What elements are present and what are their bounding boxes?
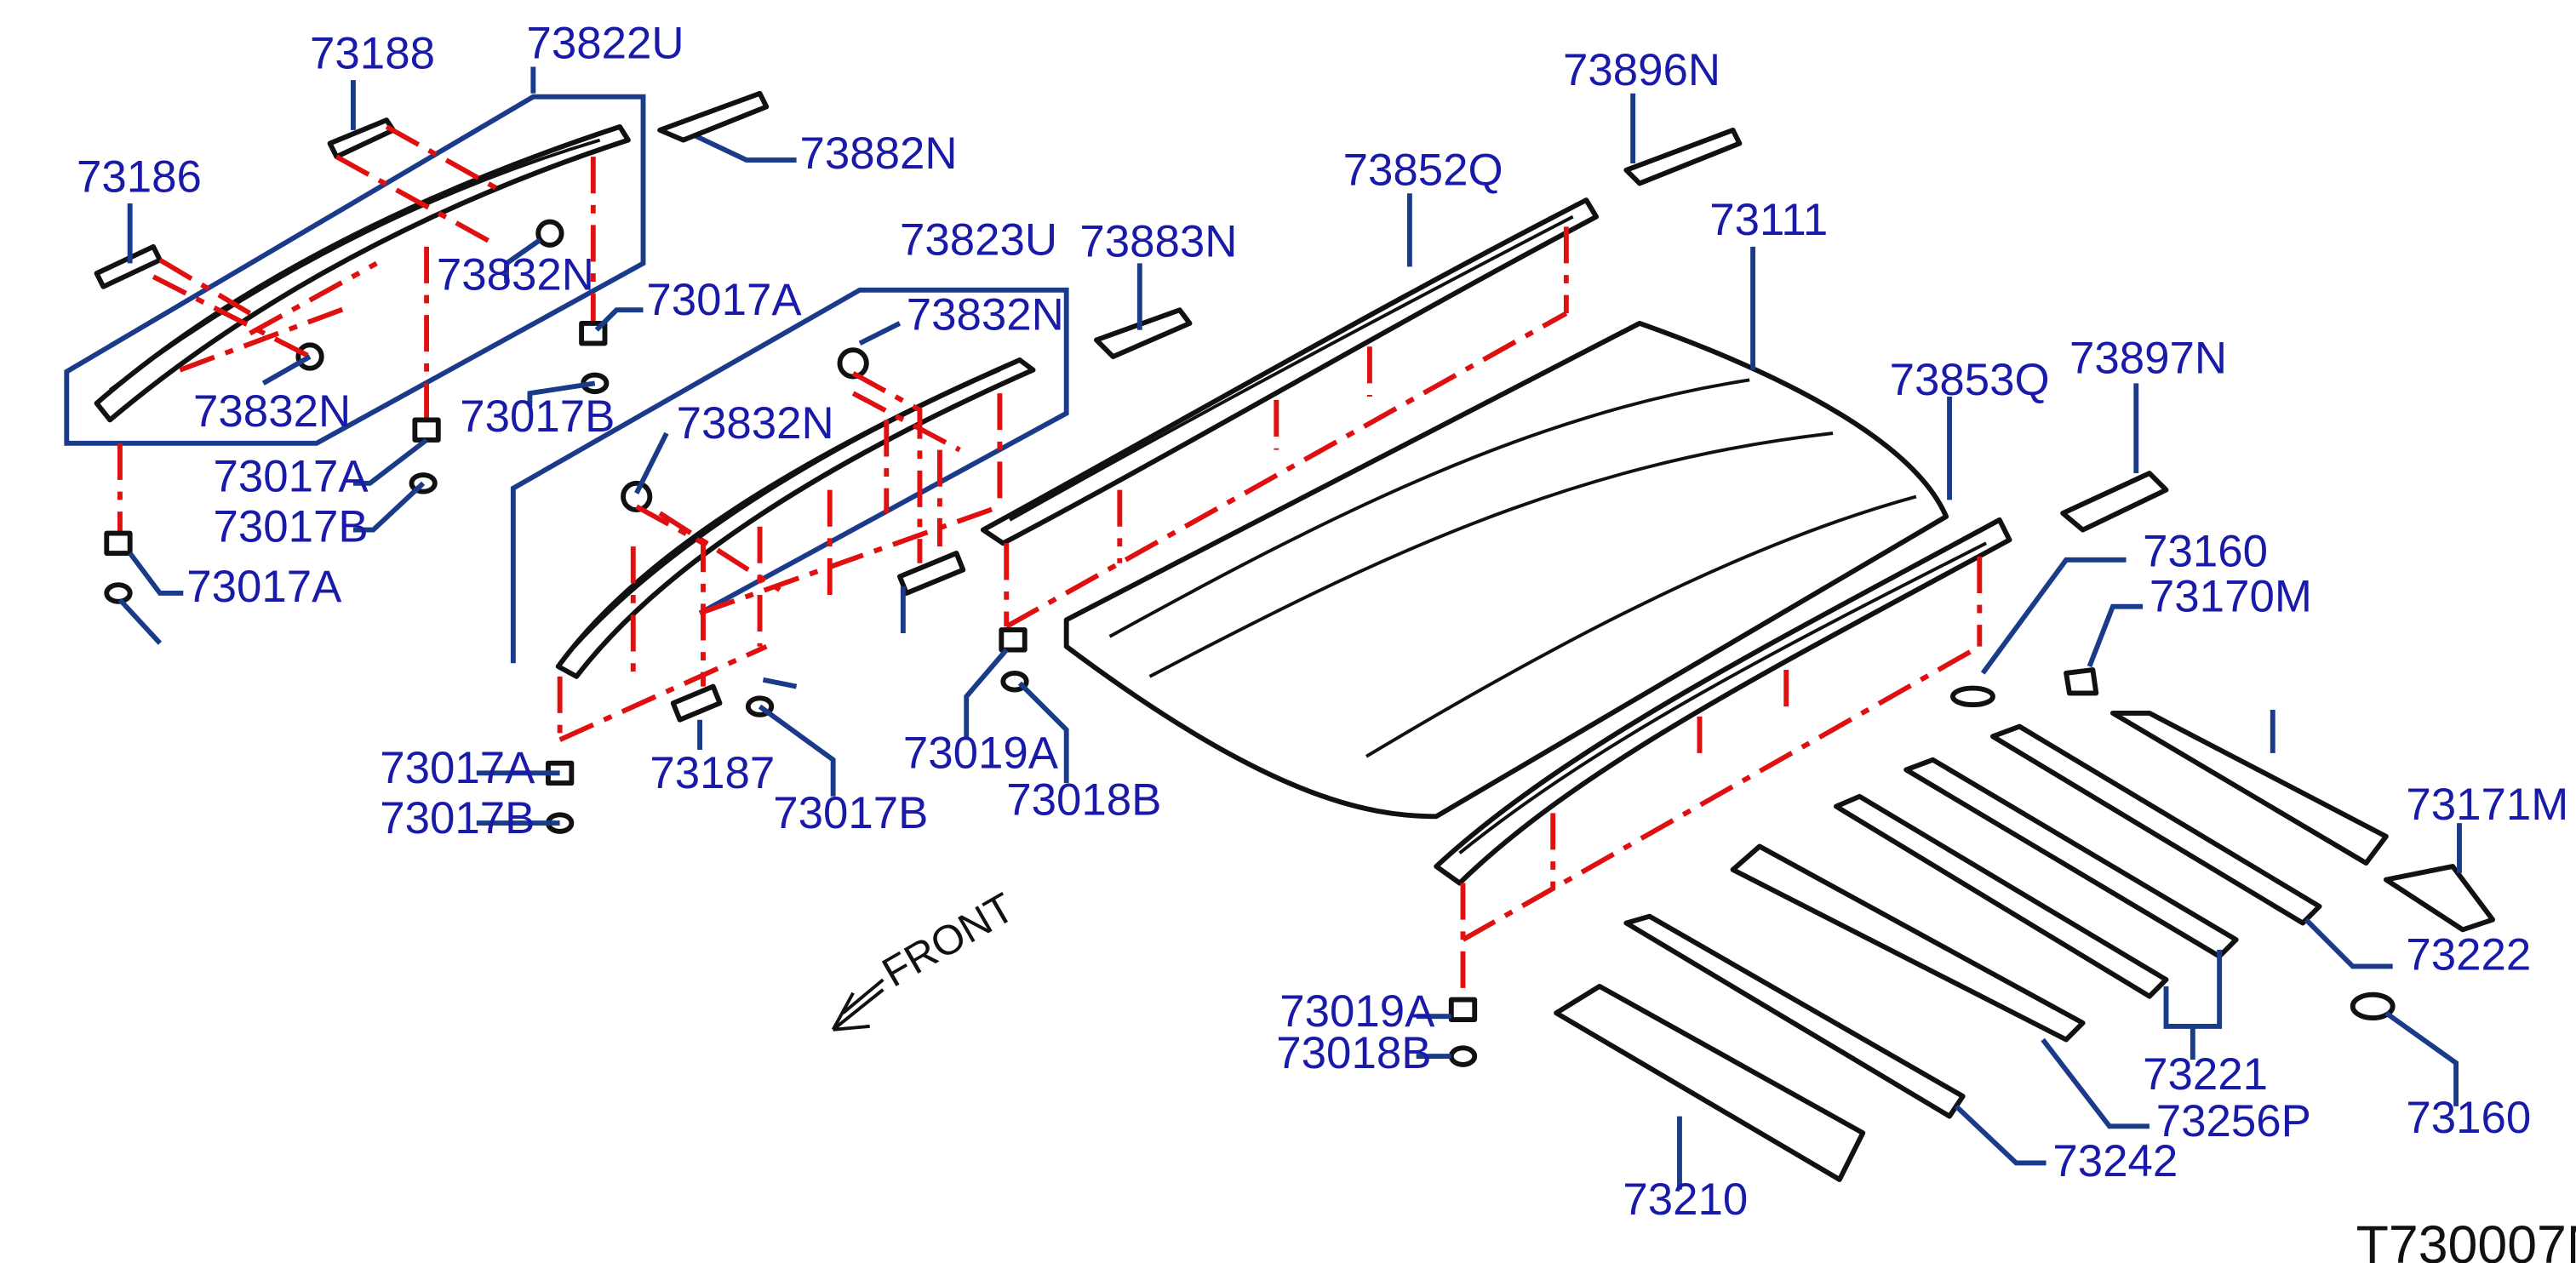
label-73832N-c: 73832N [907,290,1064,340]
bow-73250 [2109,710,2389,866]
cap-73832N-c [621,480,653,513]
label-73171M: 73171M [2406,780,2568,830]
fastener-73017A-b [412,417,441,443]
leader-73222 [2304,917,2393,969]
left-rail-leaders [117,66,797,645]
plate-73897N [2060,471,2169,533]
roof-rail-highlight [109,138,601,391]
part-number-labels: 73188 73822U 73882N 73186 73832N 73017A … [77,19,2568,1225]
cap-73832N-d [837,347,869,380]
label-73017A-d: 73017A [380,743,535,793]
clip-73160-a [1950,685,1995,708]
molding-73852Q-centerlines [1004,226,1569,629]
label-73832N-d: 73832N [677,398,834,449]
bow-73242 [1623,913,1966,1119]
fastener-73017A-c [104,530,133,556]
label-73017A-b: 73017A [214,452,369,502]
plate-73896N [1623,127,1743,186]
label-73017B-b: 73017B [214,501,369,551]
front-arrow-icon [831,978,884,1032]
right-rail-leaders [476,321,906,826]
roof-rail-73823U [555,357,1036,679]
leader-73256P [2041,1037,2150,1129]
label-73019A-a: 73019A [903,728,1059,778]
leaders-73160-73170M [1980,557,2144,675]
front-label: FRONT [875,884,1022,996]
bow-73221-a [1834,793,2169,999]
label-73160-a: 73160 [2143,527,2268,577]
group-box-73822U [64,94,646,446]
bow-73221-b [1903,757,2239,959]
label-73019A-b: 73019A [1279,986,1435,1037]
label-73822U: 73822U [527,19,684,69]
label-73222: 73222 [2406,929,2531,980]
right-roof-rail-group [476,287,1069,834]
bow-73222 [1990,723,2322,926]
clip-73188 [327,117,396,160]
leader-73221 [2163,949,2223,1060]
label-73896N: 73896N [1563,45,1720,95]
label-73882N: 73882N [800,129,958,179]
label-73853Q: 73853Q [1890,355,2050,405]
bow-73256P [1730,843,2086,1043]
roof-rail-b-highlight [573,368,1001,648]
right-rail-centerlines [557,371,1003,742]
label-73883N: 73883N [1079,217,1237,267]
roof-panel-contours [1108,378,1917,758]
label-73852Q: 73852Q [1343,145,1503,195]
group-box-73823U [510,287,1069,664]
label-73187: 73187 [650,748,775,798]
label-73017B-d: 73017B [380,793,535,843]
label-73221: 73221 [2143,1049,2268,1100]
label-73111: 73111 [1709,195,1828,245]
leader-73242 [1954,1104,2046,1166]
label-73017B-e: 73017B [773,788,928,838]
label-73017A-c: 73017A [186,562,342,612]
label-73897N: 73897N [2069,334,2227,384]
label-73210: 73210 [1623,1174,1748,1225]
fastener-73017B-c [104,582,133,604]
plate-73882N [657,90,770,143]
clip-73160-b [2350,992,2396,1021]
label-73170M: 73170M [2150,572,2312,622]
molding-73853Q-line [1458,541,1987,854]
label-73017A-a: 73017A [646,275,802,325]
label-73018B-b: 73018B [1276,1028,1431,1078]
label-73832N-b: 73832N [193,386,351,437]
label-73256P: 73256P [2156,1096,2311,1146]
label-73242: 73242 [2052,1136,2178,1186]
clip-73188-b [897,551,966,596]
plate-73883N [1093,307,1193,359]
bracket-73170M [2064,667,2099,696]
leaders-73019A-73018B-b [1416,1014,1451,1060]
diagram-code: T730007M [2356,1215,2576,1263]
leaders-73019A-73018B-a [964,648,1069,784]
molding-73853Q [1434,517,2012,886]
label-73188: 73188 [310,28,435,78]
fastener-73019A-a [999,627,1028,653]
label-73018B-a: 73018B [1006,774,1161,825]
molding-73853Q-centerlines [1460,556,1983,997]
front-direction-indicator: FRONT [831,884,1022,1032]
label-73160-b: 73160 [2406,1093,2531,1143]
bracket-73171M [2383,864,2496,933]
fastener-73018B-b [1448,1045,1478,1067]
label-73017B-a: 73017B [460,391,615,442]
roof-panel-73111 [1063,320,1949,820]
left-roof-rail-group [64,66,797,645]
label-73832N-a: 73832N [437,250,594,300]
bow-73210 [1554,983,1866,1182]
leader-73160-b [2384,1010,2459,1106]
label-73186: 73186 [77,151,202,202]
clip-73187 [670,683,723,723]
fastener-73019A-b [1448,997,1478,1022]
cap-73832N-upper [535,219,564,248]
label-73823U: 73823U [900,215,1057,266]
molding-73852Q-line [1009,214,1574,522]
